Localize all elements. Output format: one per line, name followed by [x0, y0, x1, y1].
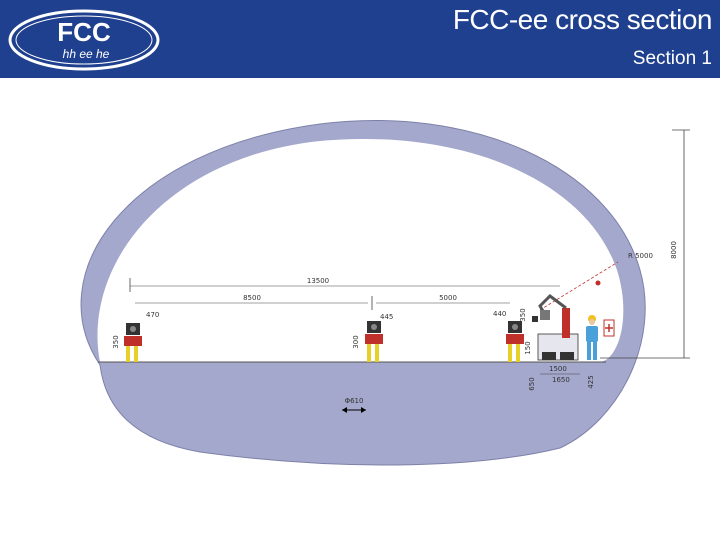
worker-figure — [586, 315, 598, 360]
radius-marker — [595, 280, 601, 286]
radius-line — [539, 261, 619, 311]
right-small-label: 350 — [519, 308, 527, 321]
radius-label: R 5000 — [628, 252, 653, 260]
half-right-dim-label: 5000 — [439, 294, 457, 302]
pipe-label: Φ610 — [345, 397, 364, 405]
vehicle-side-label: 425 — [587, 375, 595, 388]
magnet-assembly-right — [506, 321, 524, 362]
logo-text: FCC — [57, 17, 111, 47]
beam-right-label: 440 — [493, 310, 506, 318]
page-subtitle: Section 1 — [632, 48, 712, 69]
half-left-dim-label: 8500 — [243, 294, 261, 302]
tunnel-floor — [100, 362, 605, 451]
header-bar: FCC hh ee he FCC-ee cross section Sectio… — [0, 0, 720, 78]
support-height-label: 300 — [352, 335, 360, 348]
first-aid-box — [603, 319, 615, 337]
left-small-label: 350 — [112, 335, 120, 348]
magnet-assembly-center — [365, 321, 383, 362]
pipe-marker: Φ610 — [342, 397, 366, 413]
logo-subtext: hh ee he — [63, 47, 110, 61]
page-title: FCC-ee cross section — [452, 4, 713, 35]
vehicle-gap-label: 150 — [524, 341, 532, 354]
beam-center-label: 445 — [380, 313, 393, 321]
magnet-assembly-left — [124, 323, 142, 362]
beam-left-label: 470 — [146, 311, 159, 319]
tunnel-inner-void — [97, 138, 624, 362]
span-dim-label: 13500 — [307, 277, 329, 285]
fcc-logo: FCC hh ee he — [8, 9, 160, 71]
transport-vehicle — [532, 294, 579, 361]
vehicle-base-label: 1650 — [552, 376, 570, 384]
vehicle-height-label: 650 — [528, 377, 536, 390]
vehicle-width-label: 1500 — [549, 365, 567, 373]
height-dim-label: 8000 — [670, 241, 678, 259]
tunnel-cross-section: 8000 R 5000 13500 8500 5000 470 445 440 … — [80, 120, 690, 466]
